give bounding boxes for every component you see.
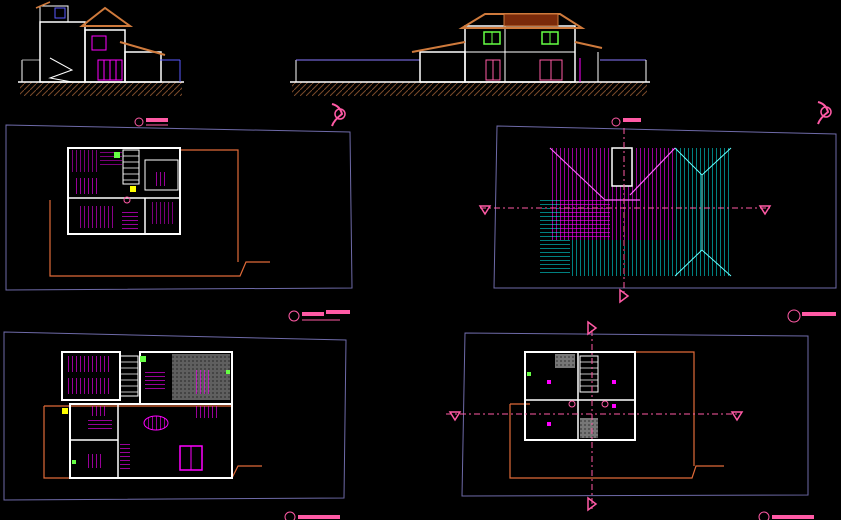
elevation-left bbox=[18, 1, 184, 96]
section-marker-icon[interactable] bbox=[331, 103, 346, 127]
title-bubble-icon[interactable] bbox=[284, 511, 340, 520]
sheet-frame-roof-plan bbox=[493, 125, 837, 289]
roof-right bbox=[458, 13, 586, 29]
site-plan bbox=[446, 330, 740, 510]
ground-plan-walls bbox=[69, 403, 233, 479]
sheet-frame-upper-plan bbox=[5, 124, 353, 291]
ground-floor-plan bbox=[43, 351, 262, 479]
title-bubble-icon[interactable] bbox=[134, 117, 168, 127]
dining-table-icon bbox=[143, 415, 169, 431]
title-bubble-icon[interactable] bbox=[288, 310, 350, 322]
upper-plan-walls bbox=[67, 147, 181, 235]
lot-outline bbox=[49, 200, 270, 277]
roof-plan bbox=[480, 128, 770, 295]
sheet-frame-ground-plan bbox=[3, 331, 347, 501]
roof-opening bbox=[611, 147, 633, 187]
elevation-right bbox=[290, 13, 650, 96]
section-marker-icon[interactable] bbox=[478, 205, 772, 304]
upper-floor-plan bbox=[49, 147, 270, 277]
sheet-frame-site-plan bbox=[461, 332, 809, 497]
lot-outline bbox=[509, 404, 724, 479]
ground-hatch bbox=[20, 82, 182, 96]
section-marker-icon[interactable] bbox=[817, 101, 832, 125]
roof-cyan-area bbox=[675, 148, 731, 276]
roof-left bbox=[79, 6, 134, 27]
title-bubble-icon[interactable] bbox=[758, 511, 814, 520]
site-plan-building bbox=[524, 351, 636, 441]
title-bubble-icon[interactable] bbox=[787, 309, 836, 323]
title-bubble-icon[interactable] bbox=[611, 117, 641, 127]
car-icon bbox=[68, 356, 110, 372]
car-icon bbox=[68, 378, 110, 394]
north-arrow-icon[interactable] bbox=[448, 320, 744, 512]
